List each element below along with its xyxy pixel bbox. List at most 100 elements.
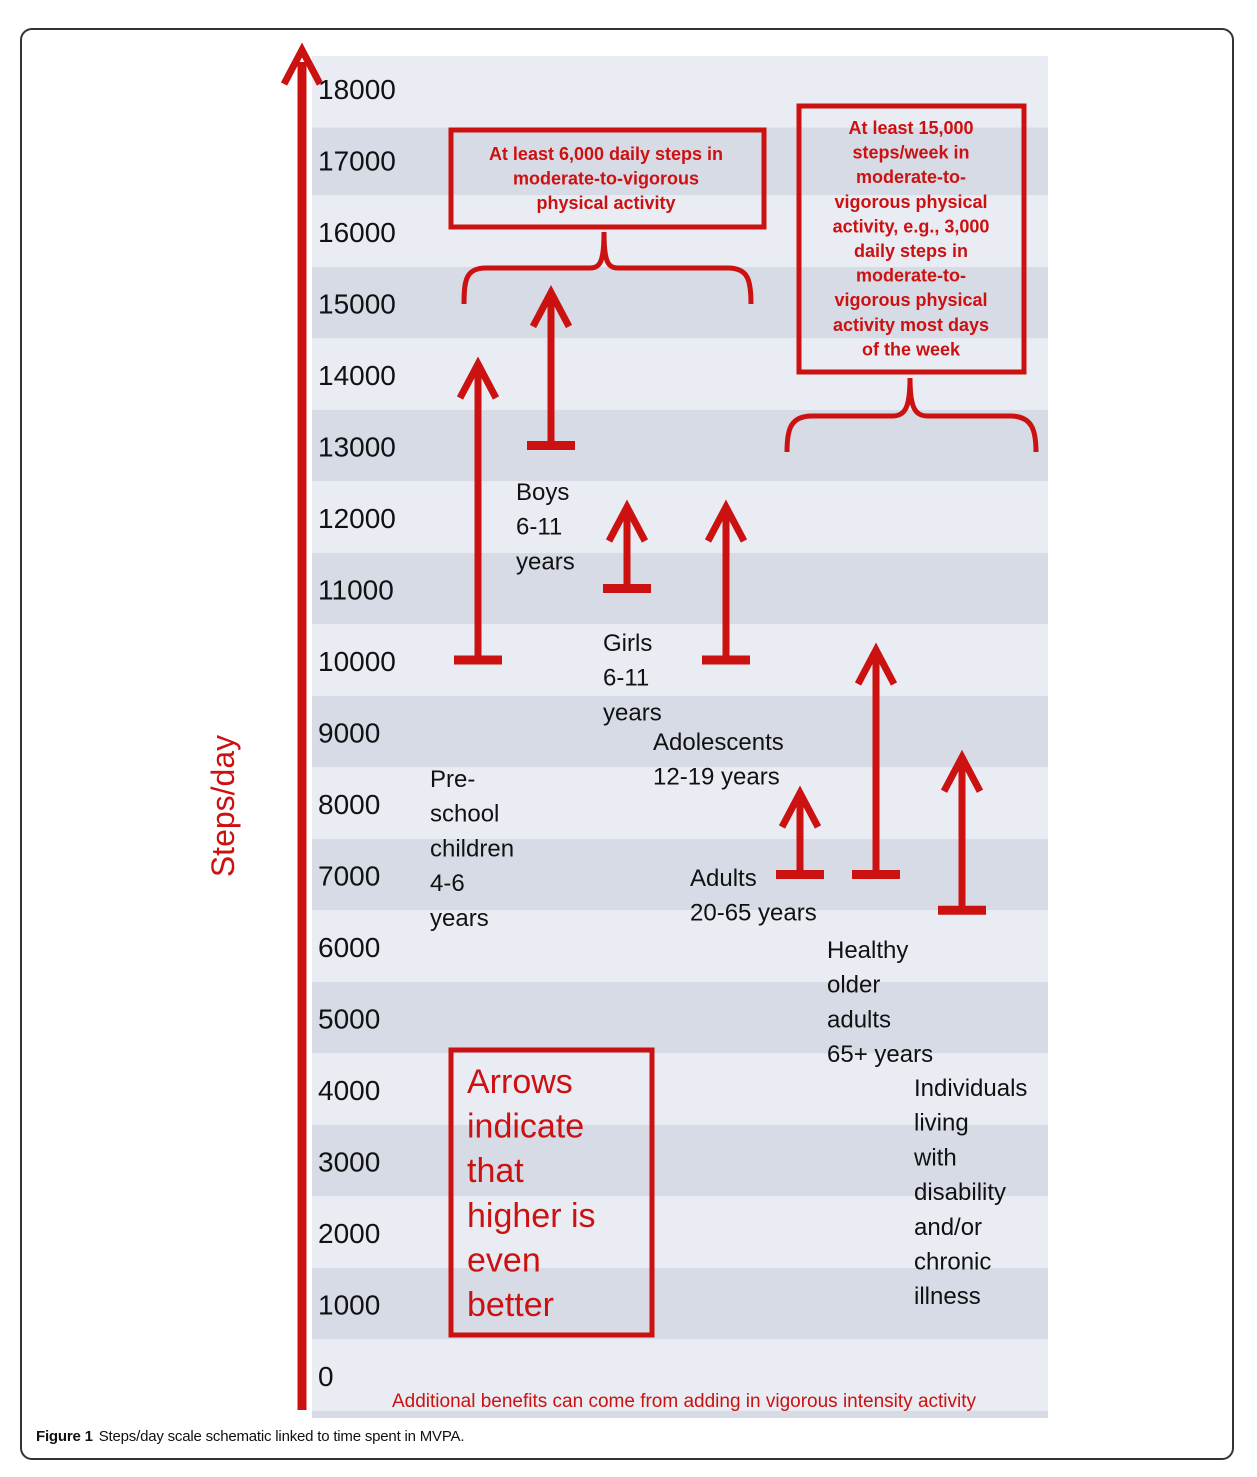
group-label: 6-11 <box>603 665 649 692</box>
arrow-head <box>704 499 748 543</box>
grid-band <box>312 981 1048 1054</box>
figure-frame <box>20 28 1234 1460</box>
mvpa-15000-text: vigorous physical <box>834 290 987 310</box>
y-axis-title: Steps/day <box>205 735 241 877</box>
group-label: illness <box>914 1283 981 1310</box>
group-label: adults <box>827 1006 891 1033</box>
group-label: Pre- <box>430 766 475 793</box>
y-tick-label: 11000 <box>318 575 394 606</box>
arrows-note-text: that <box>467 1152 524 1190</box>
grid-band <box>312 1410 1048 1418</box>
group-label: 20-65 years <box>690 900 817 927</box>
group-label: living <box>914 1110 969 1137</box>
y-tick-label: 17000 <box>318 146 396 177</box>
y-tick-label: 5000 <box>318 1004 380 1035</box>
y-tick-label: 14000 <box>318 360 396 391</box>
y-tick-label: 12000 <box>318 503 396 534</box>
grid-band <box>312 123 1048 196</box>
arrow-head <box>605 499 649 543</box>
y-tick-label: 18000 <box>318 74 396 105</box>
y-tick-label: 7000 <box>318 861 380 892</box>
y-tick-label: 0 <box>318 1361 334 1392</box>
arrow-head <box>940 749 984 793</box>
grid-band <box>312 838 1048 911</box>
group-label: Adults <box>690 865 757 892</box>
group-label: 12-19 years <box>653 764 780 791</box>
grid-band <box>312 1124 1048 1197</box>
figure-caption: Figure 1 Steps/day scale schematic linked… <box>36 1428 465 1445</box>
group-label: Healthy <box>827 937 908 964</box>
arrows-note-text: better <box>467 1286 554 1324</box>
mvpa-15000-text: moderate-to- <box>856 266 966 286</box>
grid-band <box>312 266 1048 339</box>
mvpa-15000-text: of the week <box>862 339 961 359</box>
arrow-head <box>778 785 822 829</box>
group-label: older <box>827 972 880 999</box>
y-tick-label: 2000 <box>318 1218 380 1249</box>
arrows-note-text: even <box>467 1241 541 1279</box>
arrow-head <box>529 285 573 329</box>
mvpa-15000-box <box>796 103 1027 375</box>
group-label: 65+ years <box>827 1041 933 1068</box>
grid-band <box>312 1339 1048 1411</box>
mvpa-15000-text: activity most days <box>833 315 989 335</box>
y-tick-label: 9000 <box>318 718 380 749</box>
y-tick-label: 8000 <box>318 789 380 820</box>
y-axis-arrowhead <box>280 42 324 86</box>
grid-band <box>312 695 1048 768</box>
group-label: years <box>516 548 575 575</box>
mvpa-15000-text: vigorous physical <box>834 192 987 212</box>
mvpa-15000-text: At least 15,000 <box>848 118 973 138</box>
group-label: children <box>430 835 514 862</box>
mvpa-15000-text: activity, e.g., 3,000 <box>833 216 990 236</box>
mvpa-15000-text: daily steps in <box>854 241 968 261</box>
y-tick-label: 1000 <box>318 1290 380 1321</box>
grid-band <box>312 624 1048 696</box>
grid-band <box>312 56 1048 128</box>
grid-band <box>312 552 1048 625</box>
group-label: chronic <box>914 1249 991 1276</box>
mvpa-15000-bracket <box>784 377 1039 453</box>
y-tick-label: 4000 <box>318 1075 380 1106</box>
grid-band <box>312 1267 1048 1340</box>
y-tick-label: 16000 <box>318 217 396 248</box>
mvpa-6000-bracket <box>461 231 754 305</box>
mvpa-6000-text: moderate-to-vigorous <box>513 169 699 189</box>
y-tick-label: 10000 <box>318 646 396 677</box>
grid-band <box>312 767 1048 839</box>
group-label: years <box>603 699 662 726</box>
arrow-head <box>854 642 898 686</box>
mvpa-6000-text: physical activity <box>536 193 675 213</box>
group-label: school <box>430 801 499 828</box>
arrows-note-text: Arrows <box>467 1063 573 1101</box>
mvpa-15000-text: steps/week in <box>852 143 969 163</box>
caption-text: Steps/day scale schematic linked to time… <box>98 1428 465 1445</box>
y-tick-label: 3000 <box>318 1147 380 1178</box>
grid-band <box>312 1196 1048 1268</box>
grid-band <box>312 195 1048 267</box>
group-label: Adolescents <box>653 729 784 756</box>
group-label: and/or <box>914 1214 982 1241</box>
group-label: years <box>430 905 489 932</box>
grid-band <box>312 409 1048 482</box>
group-label: 6-11 <box>516 514 562 541</box>
mvpa-6000-text: At least 6,000 daily steps in <box>489 144 723 164</box>
group-label: Boys <box>516 479 569 506</box>
arrows-note-text: indicate <box>467 1108 584 1146</box>
arrows-note-box <box>448 1047 655 1338</box>
y-tick-label: 15000 <box>318 289 396 320</box>
group-label: Individuals <box>914 1075 1027 1102</box>
grid-band <box>312 910 1048 982</box>
caption-label: Figure 1 <box>36 1428 93 1445</box>
arrows-note-text: higher is <box>467 1197 596 1235</box>
footer-note: Additional benefits can come from adding… <box>392 1391 977 1412</box>
group-label: Girls <box>603 630 652 657</box>
mvpa-15000-text: moderate-to- <box>856 167 966 187</box>
y-tick-label: 6000 <box>318 932 380 963</box>
y-tick-label: 13000 <box>318 432 396 463</box>
grid-band <box>312 1053 1048 1125</box>
group-label: 4-6 <box>430 870 465 897</box>
arrow-head <box>456 356 500 400</box>
grid-band <box>312 481 1048 553</box>
